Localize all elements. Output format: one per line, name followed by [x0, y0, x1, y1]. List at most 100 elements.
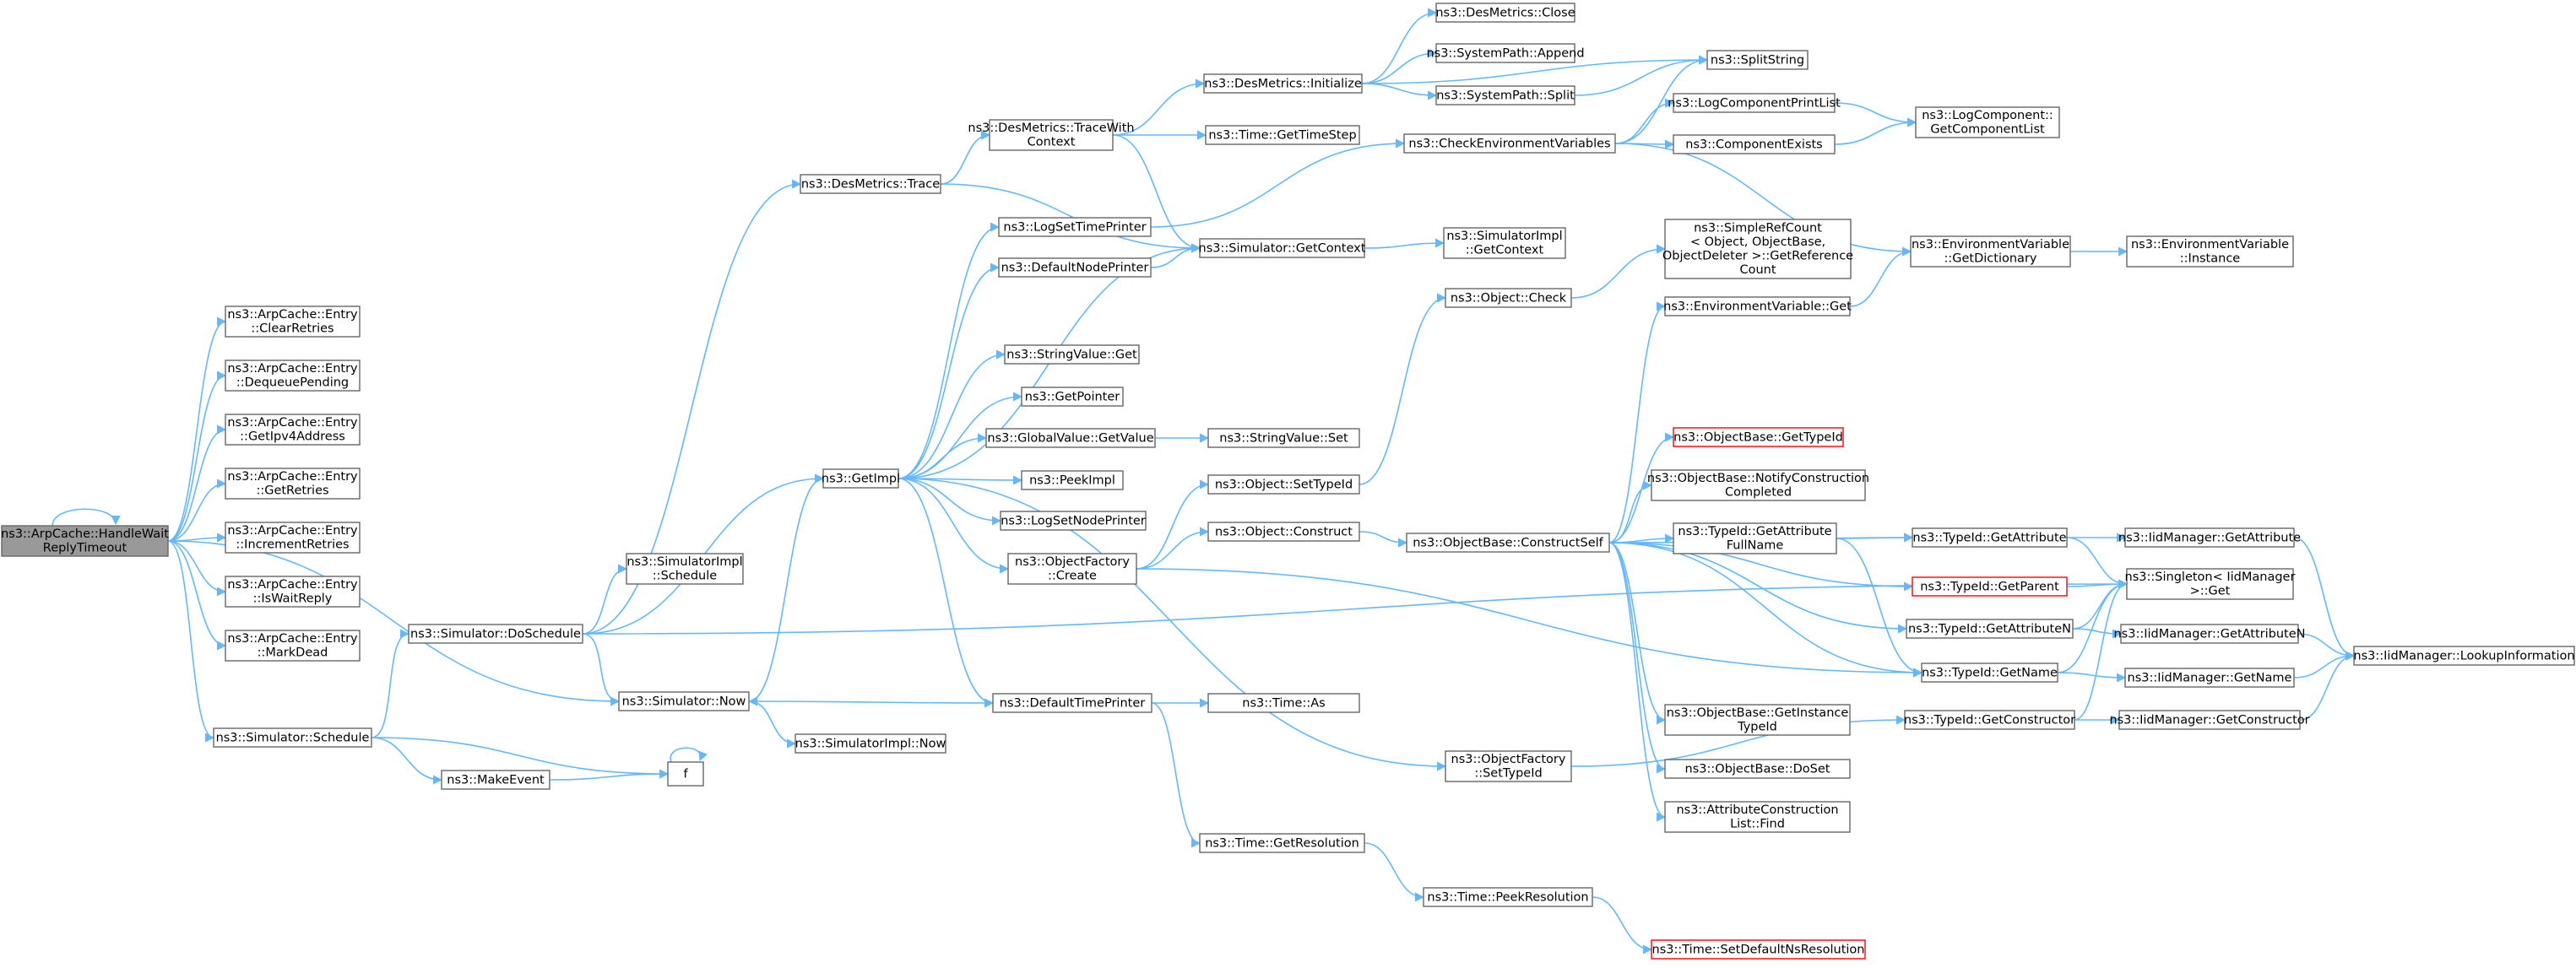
edge-layer	[52, 8, 2356, 954]
node-gr[interactable]: ns3::ArpCache::Entry::GetRetries	[225, 468, 361, 500]
node-spa[interactable]: ns3::SystemPath::Append	[1426, 43, 1585, 63]
node-box	[1207, 474, 1360, 495]
node-tgts[interactable]: ns3::Time::GetTimeStep	[1205, 125, 1360, 145]
node-label-line: ns3::DefaultNodePrinter	[1001, 261, 1149, 274]
node-box	[1706, 50, 1809, 70]
node-imgn[interactable]: ns3::IidManager::GetName	[2124, 668, 2295, 688]
node-ce[interactable]: ns3::ComponentExists	[1673, 134, 1836, 154]
node-obgti[interactable]: ns3::ObjectBase::GetTypeId	[1673, 427, 1844, 447]
node-svs[interactable]: ns3::StringValue::Set	[1207, 428, 1360, 448]
node-tas[interactable]: ns3::Time::As	[1207, 693, 1360, 713]
node-label-line: ns3::LogSetNodePrinter	[1001, 514, 1146, 527]
node-box	[1423, 887, 1593, 907]
node-dmi[interactable]: ns3::DesMetrics::Initialize	[1203, 73, 1363, 94]
node-gp[interactable]: ns3::GetPointer	[1021, 387, 1124, 407]
node-ir[interactable]: ns3::ArpCache::Entry::IncrementRetries	[225, 522, 361, 554]
node-lcpl[interactable]: ns3::LogComponentPrintList	[1668, 93, 1841, 113]
node-label-line: ns3::ObjectBase::NotifyConstruction	[1647, 472, 1869, 485]
edge-snow-to-gimpl	[748, 473, 825, 702]
node-box	[1673, 93, 1836, 113]
node-gvgv[interactable]: ns3::GlobalValue::GetValue	[985, 428, 1156, 448]
node-osti[interactable]: ns3::Object::SetTypeId	[1207, 474, 1360, 495]
edge-obcs-to-tgn	[1608, 542, 1923, 678]
node-lsnp[interactable]: ns3::LogSetNodePrinter	[1000, 511, 1147, 531]
edge-root-to-md	[167, 540, 227, 651]
node-label-line: ns3::GetPointer	[1025, 390, 1120, 403]
node-clr[interactable]: ns3::ArpCache::Entry::ClearRetries	[225, 306, 361, 338]
edge-root-to-gip	[167, 425, 227, 542]
node-tga[interactable]: ns3::TypeId::GetAttribute	[1912, 527, 2068, 548]
node-snow[interactable]: ns3::Simulator::Now	[618, 691, 750, 711]
node-label-line: ns3::GetImpl	[822, 472, 900, 485]
node-label-line: ns3::AttributeConstruction	[1676, 803, 1838, 817]
node-dmc[interactable]: ns3::DesMetrics::Close	[1435, 3, 1575, 23]
node-tgn[interactable]: ns3::TypeId::GetName	[1921, 662, 2058, 683]
node-dtp[interactable]: ns3::DefaultTimePrinter	[992, 693, 1152, 713]
node-sps[interactable]: ns3::SystemPath::Split	[1435, 85, 1575, 105]
node-gip[interactable]: ns3::ArpCache::Entry::GetIpv4Address	[225, 414, 361, 446]
node-imgan[interactable]: ns3::IidManager::GetAttributeN	[2113, 624, 2306, 644]
node-ofc[interactable]: ns3::ObjectFactory::Create	[1007, 553, 1137, 585]
node-md[interactable]: ns3::ArpCache::Entry::MarkDead	[225, 630, 361, 662]
node-box	[1664, 801, 1851, 833]
node-label-line: ReplyTimeout	[43, 542, 127, 555]
node-sig[interactable]: ns3::Singleton< IidManager>::Get	[2125, 568, 2296, 600]
node-imgc[interactable]: ns3::IidManager::GetConstructor	[2109, 710, 2310, 730]
edge-obcs-to-tgp	[1608, 542, 1914, 592]
node-tgp[interactable]: ns3::TypeId::GetParent	[1912, 576, 2068, 597]
node-lstp[interactable]: ns3::LogSetTimePrinter	[998, 217, 1152, 237]
edge-ofc-to-tgn	[1136, 568, 1923, 678]
node-f[interactable]: f	[667, 761, 704, 787]
node-sgc[interactable]: ns3::Simulator::GetContext	[1199, 238, 1366, 258]
node-iwr[interactable]: ns3::ArpCache::Entry::IsWaitReply	[225, 576, 361, 608]
node-box	[1664, 759, 1851, 779]
node-oc[interactable]: ns3::Object::Construct	[1207, 522, 1360, 542]
node-box	[2124, 527, 2295, 548]
edge-imga-to-imli	[2293, 537, 2356, 661]
node-cev[interactable]: ns3::CheckEnvironmentVariables	[1403, 133, 1616, 154]
node-evgd[interactable]: ns3::EnvironmentVariable::GetDictionary	[1910, 235, 2071, 268]
node-label-line: ns3::LogComponent::	[1922, 109, 2053, 122]
node-tpr[interactable]: ns3::Time::PeekResolution	[1423, 887, 1593, 907]
node-label-line: ns3::SimulatorImpl::Now	[795, 737, 946, 750]
edge-tgafn-to-tgn	[1836, 538, 1923, 678]
node-me[interactable]: ns3::MakeEvent	[441, 770, 550, 790]
node-sinow[interactable]: ns3::SimulatorImpl::Now	[794, 733, 946, 754]
node-dmt[interactable]: ns3::DesMetrics::Trace	[800, 174, 941, 194]
node-obncc[interactable]: ns3::ObjectBase::NotifyConstructionCompl…	[1647, 469, 1869, 501]
node-evi[interactable]: ns3::EnvironmentVariable::Instance	[2126, 235, 2294, 268]
edge-sds-to-sis	[582, 564, 628, 635]
node-evg[interactable]: ns3::EnvironmentVariable::Get	[1663, 296, 1852, 316]
node-dnp[interactable]: ns3::DefaultNodePrinter	[998, 257, 1152, 278]
node-split[interactable]: ns3::SplitString	[1706, 50, 1809, 70]
node-ofsti[interactable]: ns3::ObjectFactory::SetTypeId	[1445, 750, 1572, 782]
node-tgc[interactable]: ns3::TypeId::GetConstructor	[1904, 710, 2075, 730]
node-src[interactable]: ns3::SimpleRefCount< Object, ObjectBase,…	[1662, 219, 1853, 279]
node-tgan[interactable]: ns3::TypeId::GetAttributeN	[1906, 619, 2074, 639]
node-sds[interactable]: ns3::Simulator::DoSchedule	[408, 624, 583, 644]
node-gimpl[interactable]: ns3::GetImpl	[822, 468, 900, 489]
node-tsdnr[interactable]: ns3::Time::SetDefaultNsResolution	[1651, 939, 1866, 960]
edge-tga-to-sig	[2066, 537, 2129, 589]
node-lcgcl[interactable]: ns3::LogComponent::GetComponentList	[1915, 106, 2060, 138]
node-tgr[interactable]: ns3::Time::GetResolution	[1199, 833, 1365, 853]
node-ss[interactable]: ns3::Simulator::Schedule	[213, 727, 372, 748]
edge-root-to-snow	[167, 540, 621, 706]
node-sigc[interactable]: ns3::SimulatorImpl::GetContext	[1443, 227, 1566, 259]
node-obcs[interactable]: ns3::ObjectBase::ConstructSelf	[1406, 533, 1610, 553]
node-pimpl[interactable]: ns3::PeekImpl	[1021, 470, 1124, 490]
node-sis[interactable]: ns3::SimulatorImpl::Schedule	[626, 553, 744, 585]
edge-obcs-to-obgit	[1608, 542, 1667, 725]
node-imga[interactable]: ns3::IidManager::GetAttribute	[2118, 527, 2301, 548]
node-svg[interactable]: ns3::StringValue::Get	[1004, 344, 1140, 365]
node-ochk[interactable]: ns3::Object::Check	[1445, 288, 1572, 308]
node-deq[interactable]: ns3::ArpCache::Entry::DequeuePending	[225, 360, 361, 392]
node-imli[interactable]: ns3::IidManager::LookupInformation	[2353, 646, 2575, 666]
edge-lstp-to-cev	[1150, 138, 1406, 228]
node-obds[interactable]: ns3::ObjectBase::DoSet	[1664, 759, 1851, 779]
